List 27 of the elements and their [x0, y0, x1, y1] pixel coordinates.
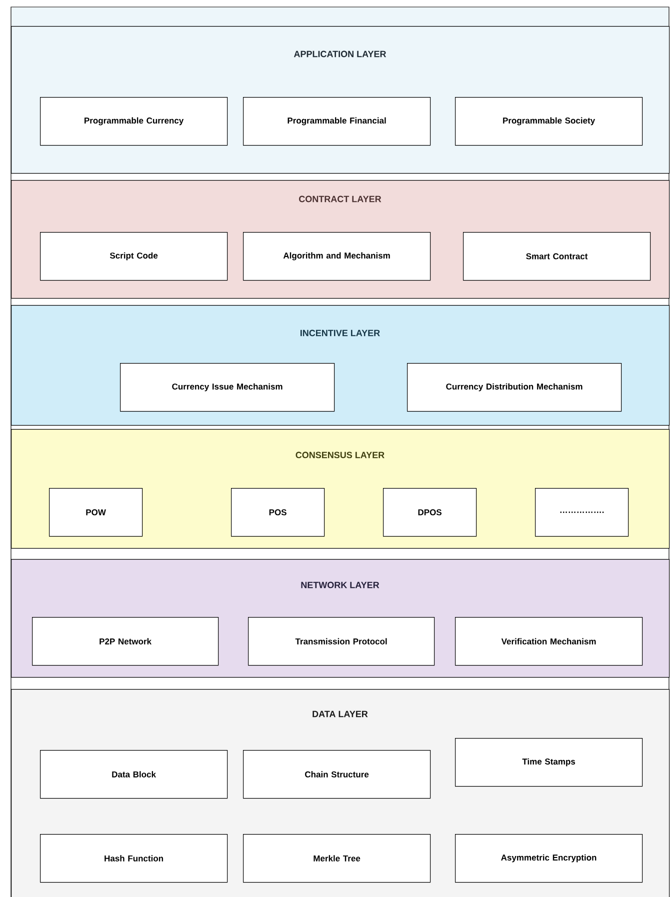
- component-box: Merkle Tree: [243, 834, 431, 883]
- component-box: Asymmetric Encryption: [455, 834, 643, 883]
- component-box: Programmable Financial: [243, 97, 431, 146]
- component-box: Hash Function: [40, 834, 228, 883]
- component-box: Algorithm and Mechanism: [243, 232, 431, 281]
- layer-heading: CONSENSUS LAYER: [296, 452, 384, 458]
- component-box: P2P Network: [32, 617, 219, 666]
- component-box: POW: [49, 488, 143, 537]
- component-box: Time Stamps: [455, 738, 643, 787]
- component-box: Programmable Society: [455, 97, 643, 146]
- component-box: Programmable Currency: [40, 97, 228, 146]
- component-box: POS: [231, 488, 325, 537]
- component-box: Currency Issue Mechanism: [120, 363, 335, 412]
- component-box: Data Block: [40, 750, 228, 799]
- component-box: DPOS: [383, 488, 477, 537]
- layer-heading: CONTRACT LAYER: [299, 196, 382, 202]
- component-box: Transmission Protocol: [248, 617, 435, 666]
- component-box: Script Code: [40, 232, 228, 281]
- layer-heading: DATA LAYER: [312, 710, 368, 718]
- component-box: Chain Structure: [243, 750, 431, 799]
- layer-heading: APPLICATION LAYER: [294, 50, 386, 58]
- component-box: …………….: [535, 488, 629, 537]
- layer-heading: NETWORK LAYER: [301, 582, 380, 588]
- component-box: Currency Distribution Mechanism: [407, 363, 622, 412]
- layer-heading: INCENTIVE LAYER: [300, 330, 380, 336]
- component-box: Verification Mechanism: [455, 617, 643, 666]
- component-box: Smart Contract: [463, 232, 651, 281]
